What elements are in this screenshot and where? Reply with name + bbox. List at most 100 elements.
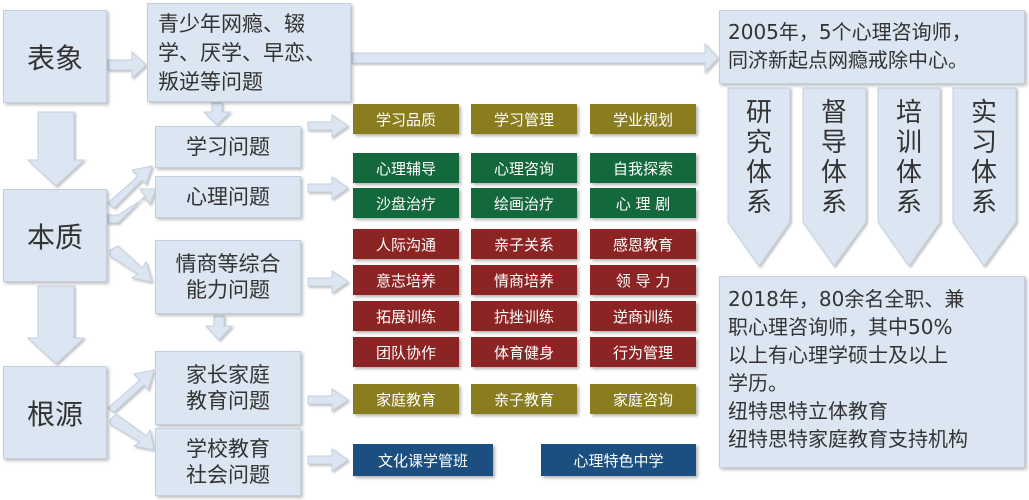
arrow-family-to-tags xyxy=(307,388,349,412)
history-2018-box: 2018年，80余名全职、兼 职心理咨询师，其中50% 以上有心理学硕士及以上 … xyxy=(719,276,1025,468)
eq-problem-box: 情商等综合 能力问题 xyxy=(155,240,301,314)
school-problem-line-1: 学校教育 xyxy=(186,436,270,461)
system-practice-char-4: 系 xyxy=(970,188,997,218)
arrow-essence-to-root xyxy=(26,285,86,365)
family-problem-box: 家长家庭 教育问题 xyxy=(155,351,301,425)
tag-psych-middle-school: 心理特色中学 xyxy=(541,444,696,476)
study-problem-label: 学习问题 xyxy=(186,134,270,159)
tag-eq-training: 情商培养 xyxy=(471,265,577,295)
eq-problem-line-2: 能力问题 xyxy=(186,278,270,302)
system-research-char-1: 研 xyxy=(745,98,772,128)
eq-problem-line-1: 情商等综合 xyxy=(175,251,281,276)
arrow-root-to-school xyxy=(109,413,155,451)
tag-interpersonal: 人际沟通 xyxy=(353,229,459,259)
tag-fitness: 体育健身 xyxy=(471,337,577,367)
history-2005-line-2: 同济新起点网瘾戒除中心。 xyxy=(728,48,968,72)
system-training-char-4: 系 xyxy=(895,188,922,218)
arrow-eq-down xyxy=(204,315,234,341)
system-practice-char-2: 习 xyxy=(970,128,997,158)
tag-psych-consulting: 心理咨询 xyxy=(471,153,577,183)
system-practice-char-1: 实 xyxy=(970,98,997,128)
study-problem-box: 学习问题 xyxy=(155,126,301,168)
tag-culture-class: 文化课学管班 xyxy=(353,444,493,476)
tag-family-education: 家庭教育 xyxy=(353,384,459,414)
arrow-school-to-tags xyxy=(307,448,349,472)
root-box: 根源 xyxy=(3,366,107,459)
arrow-problem-to-2005 xyxy=(351,42,719,74)
school-problem-line-2: 社会问题 xyxy=(186,463,270,487)
top-problem-line-3: 叛逆等问题 xyxy=(158,70,263,94)
system-supervision-text: 督 导 体 系 xyxy=(819,98,849,218)
tag-parent-child: 亲子关系 xyxy=(471,229,577,259)
arrow-surface-to-essence xyxy=(26,111,86,187)
system-supervision-char-1: 督 xyxy=(820,98,847,128)
root-label: 根源 xyxy=(26,397,83,431)
tag-family-consulting: 家庭咨询 xyxy=(590,384,696,414)
arrow-psych-to-tags xyxy=(307,176,349,200)
arrow-essence-to-eq xyxy=(109,245,153,283)
tag-teamwork: 团队协作 xyxy=(353,337,459,367)
essence-box: 本质 xyxy=(3,189,107,282)
history-2018-line-3: 以上有心理学硕士及以上 xyxy=(728,343,948,367)
history-2018-line-2: 职心理咨询师，其中50% xyxy=(728,315,953,339)
top-problem-line-1: 青少年网瘾、辍 xyxy=(158,12,305,36)
history-2005-box: 2005年，5个心理咨询师， 同济新起点网瘾戒除中心。 xyxy=(719,10,1025,84)
arrow-root-to-family xyxy=(107,369,155,413)
system-research-char-3: 体 xyxy=(745,158,772,188)
arrow-essence-to-psych xyxy=(107,188,157,224)
system-practice-text: 实 习 体 系 xyxy=(969,98,999,218)
system-supervision-char-3: 体 xyxy=(820,158,847,188)
top-problem-box: 青少年网瘾、辍 学、厌学、早恋、 叛逆等问题 xyxy=(147,3,351,102)
tag-art-therapy: 绘画治疗 xyxy=(471,188,577,218)
system-research-char-4: 系 xyxy=(745,188,772,218)
arrow-study-to-tags xyxy=(307,114,349,138)
history-2018-line-5: 纽特思特立体教育 xyxy=(728,399,888,423)
surface-label: 表象 xyxy=(26,41,83,75)
tag-behavior-management: 行为管理 xyxy=(590,337,696,367)
system-supervision-char-4: 系 xyxy=(820,188,847,218)
psych-problem-box: 心理问题 xyxy=(155,176,301,218)
chevron-practice xyxy=(952,87,1017,267)
arrow-eq-to-tags xyxy=(307,270,349,294)
chevron-research xyxy=(727,87,791,267)
tag-adversity: 逆商训练 xyxy=(590,301,696,331)
history-2018-line-4: 学历。 xyxy=(728,371,788,395)
history-2018-line-6: 纽特思特家庭教育支持机构 xyxy=(728,427,968,451)
history-2005-line-1: 2005年，5个心理咨询师， xyxy=(728,20,972,44)
tag-study-quality: 学习品质 xyxy=(353,104,459,134)
chevron-supervision xyxy=(802,87,867,267)
essence-label: 本质 xyxy=(26,220,83,254)
tag-resilience: 抗挫训练 xyxy=(471,301,577,331)
arrow-problem-down xyxy=(202,102,232,126)
tag-study-planning: 学业规划 xyxy=(590,104,696,134)
tag-willpower: 意志培养 xyxy=(353,265,459,295)
arrow-essence-to-study xyxy=(107,165,153,209)
psych-problem-label: 心理问题 xyxy=(186,184,270,209)
tag-outdoor-training: 拓展训练 xyxy=(353,301,459,331)
system-supervision-char-2: 导 xyxy=(820,128,847,158)
tag-self-exploration: 自我探索 xyxy=(590,153,696,183)
system-training-char-3: 体 xyxy=(895,158,922,188)
family-problem-line-2: 教育问题 xyxy=(186,389,270,413)
system-research-text: 研 究 体 系 xyxy=(744,98,774,218)
top-problem-line-2: 学、厌学、早恋、 xyxy=(158,41,326,65)
school-problem-box: 学校教育 社会问题 xyxy=(155,428,301,496)
family-problem-line-1: 家长家庭 xyxy=(186,362,270,387)
tag-gratitude: 感恩教育 xyxy=(590,229,696,259)
tag-psych-counseling: 心理辅导 xyxy=(353,153,459,183)
system-training-char-2: 训 xyxy=(895,128,922,158)
tag-study-management: 学习管理 xyxy=(471,104,577,134)
arrow-surface-to-problem xyxy=(107,50,147,80)
system-practice-char-3: 体 xyxy=(970,158,997,188)
tag-psychodrama: 心 理 剧 xyxy=(590,188,696,218)
history-2018-line-1: 2018年，80余名全职、兼 xyxy=(728,287,965,311)
surface-box: 表象 xyxy=(3,10,107,103)
tag-sandplay-therapy: 沙盘治疗 xyxy=(353,188,459,218)
system-training-text: 培 训 体 系 xyxy=(894,98,924,218)
system-research-char-2: 究 xyxy=(745,128,772,158)
system-training-char-1: 培 xyxy=(895,98,922,128)
tag-leadership: 领 导 力 xyxy=(590,265,696,295)
tag-parent-education: 亲子教育 xyxy=(471,384,577,414)
chevron-training xyxy=(877,87,941,267)
